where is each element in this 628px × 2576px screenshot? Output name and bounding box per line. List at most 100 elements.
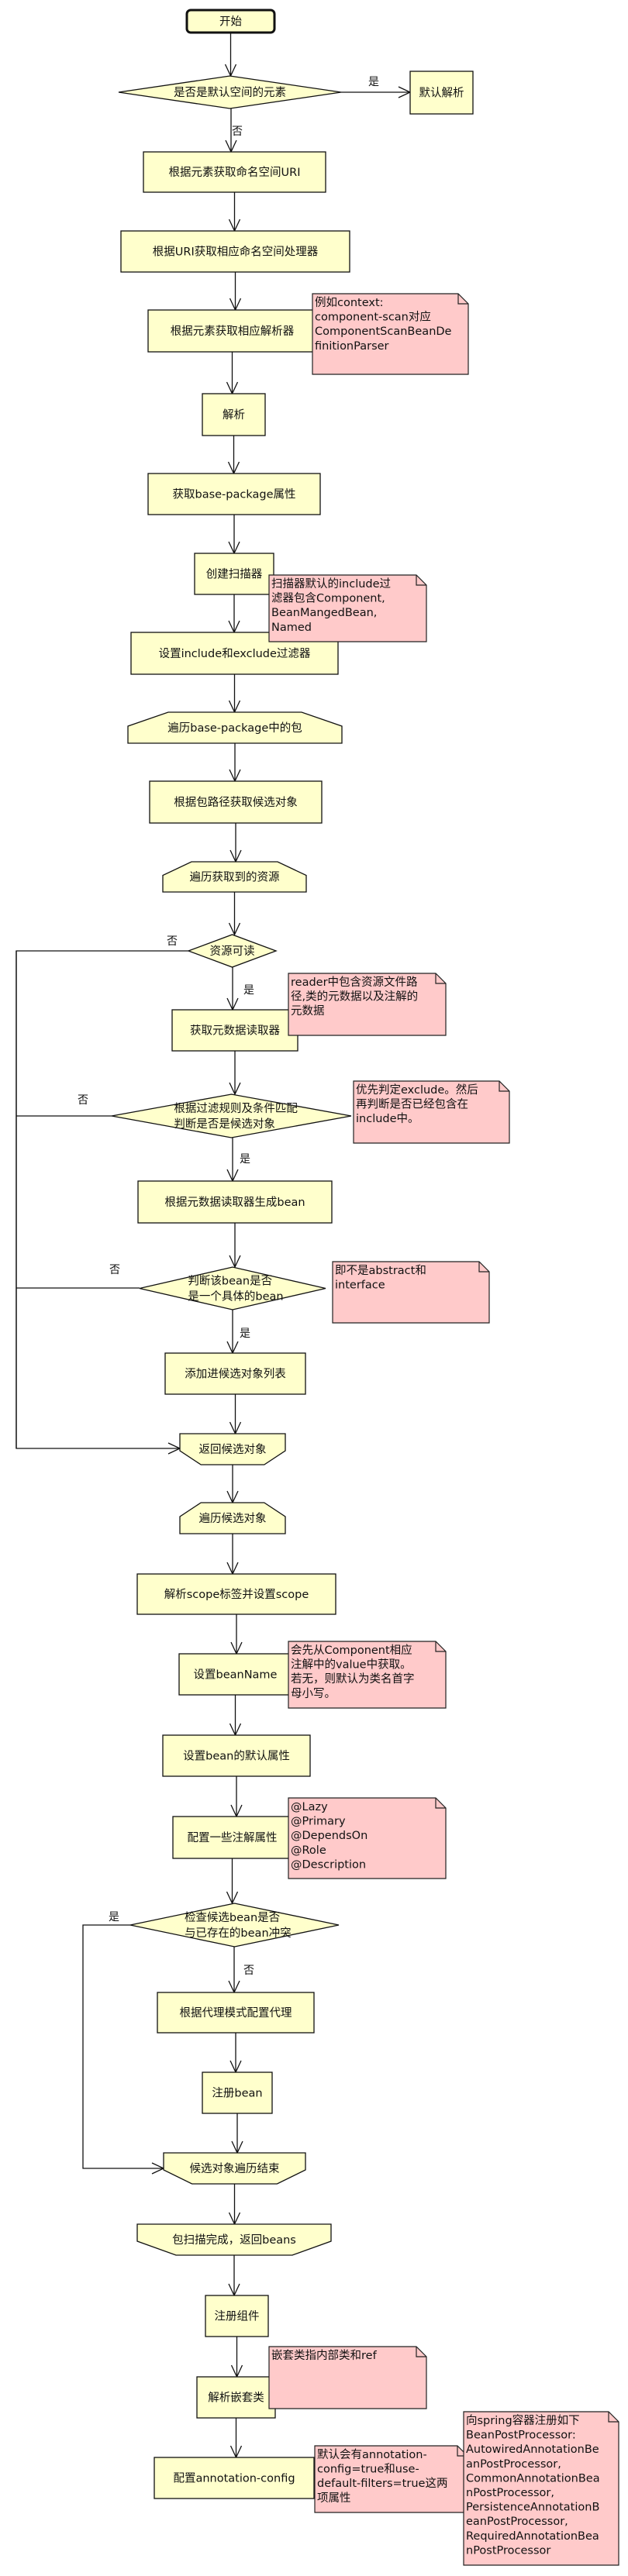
node-config-annotation-config[interactable]: 配置annotation-config xyxy=(154,2457,315,2499)
loop-end-shape xyxy=(163,2152,306,2185)
edge-scan-done-to-register-components xyxy=(228,2255,240,2297)
node-parse-scope[interactable]: 解析scope标签并设置scope xyxy=(136,1573,336,1615)
node-label: 判断是否是候选对象 xyxy=(174,1118,275,1131)
node-get-ns-uri[interactable]: 根据元素获取命名空间URI xyxy=(143,151,326,193)
node-add-candidate[interactable]: 添加进候选对象列表 xyxy=(164,1352,306,1395)
node-get-metadata-reader[interactable]: 获取元数据读取器 xyxy=(171,1009,298,1052)
process-shape xyxy=(120,230,350,273)
notes-layer: 例如context:component-scan对应ComponentScanB… xyxy=(268,293,619,2566)
node-parse-nested[interactable]: 解析嵌套类 xyxy=(196,2376,276,2419)
edge-set-default-props-to-config-annotations xyxy=(230,1776,243,1818)
note-line: nPostProcessor, xyxy=(466,2487,554,2499)
node-parse[interactable]: 解析 xyxy=(202,393,266,436)
terminal-shape xyxy=(185,9,276,34)
node-label: 解析scope标签并设置scope xyxy=(164,1588,309,1601)
node-is-default-ns[interactable]: 是否是默认空间的元素 xyxy=(118,75,342,109)
node-get-ns-handler[interactable]: 根据URI获取相应命名空间处理器 xyxy=(120,230,350,273)
edge-get-parser-to-parse xyxy=(226,352,239,395)
note-shape xyxy=(463,2411,619,2566)
note-shape xyxy=(332,1261,490,1324)
node-label: 注册bean xyxy=(212,2087,262,2100)
note-line: RequiredAnnotationBea xyxy=(466,2530,599,2543)
node-label: 返回候选对象 xyxy=(199,1443,267,1456)
node-label: 与已存在的bean冲突 xyxy=(185,1927,292,1940)
node-loop-candidates[interactable]: 遍历候选对象 xyxy=(179,1502,286,1534)
edge-set-bean-name-to-set-default-props xyxy=(229,1695,242,1737)
node-label: 设置beanName xyxy=(194,1669,278,1682)
edge-label: 否 xyxy=(109,1264,120,1276)
decision-shape xyxy=(187,934,278,968)
note-note-scanner: 扫描器默认的include过滤器包含Component,BeanMangedBe… xyxy=(268,574,427,642)
edge-return-candidates-to-loop-candidates xyxy=(226,1465,239,1504)
node-generate-bean[interactable]: 根据元数据读取器生成bean xyxy=(137,1180,333,1224)
node-label: 设置include和exclude过滤器 xyxy=(159,647,311,660)
note-shape xyxy=(288,1797,447,1879)
node-register-bean[interactable]: 注册bean xyxy=(202,2071,273,2114)
edge-is-concrete-to-add-candidate xyxy=(226,1310,239,1355)
node-get-base-package[interactable]: 获取base-package属性 xyxy=(147,473,321,515)
note-line: @Lazy xyxy=(291,1801,328,1813)
edge-label: 是 xyxy=(109,1911,119,1923)
node-scan-done[interactable]: 包扫描完成，返回beans xyxy=(136,2223,332,2256)
node-set-filters[interactable]: 设置include和exclude过滤器 xyxy=(130,632,339,675)
edges-layer xyxy=(16,33,412,2459)
node-register-components[interactable]: 注册组件 xyxy=(205,2295,269,2337)
note-fold-icon xyxy=(435,973,446,984)
process-shape xyxy=(149,780,323,824)
decision-shape xyxy=(129,1903,340,1947)
note-line: reader中包含资源文件路 xyxy=(291,976,418,989)
node-resource-readable[interactable]: 资源可读 xyxy=(187,934,278,968)
node-get-candidates[interactable]: 根据包路径获取候选对象 xyxy=(149,780,323,824)
node-label: 开始 xyxy=(219,15,242,29)
node-label: 检查候选bean是否 xyxy=(185,1911,280,1924)
process-shape xyxy=(196,2376,276,2419)
edge-label: 否 xyxy=(78,1094,88,1107)
node-set-default-props[interactable]: 设置bean的默认属性 xyxy=(162,1734,311,1777)
process-shape xyxy=(136,1573,336,1615)
node-set-bean-name[interactable]: 设置beanName xyxy=(178,1653,292,1696)
node-label: 根据包路径获取候选对象 xyxy=(174,796,298,809)
loop-start-shape xyxy=(179,1502,286,1534)
node-loop-resources[interactable]: 遍历获取到的资源 xyxy=(162,861,307,893)
node-create-scanner[interactable]: 创建扫描器 xyxy=(194,553,274,595)
edge-set-filters-to-loop-packages xyxy=(228,674,241,714)
edge-get-base-package-to-create-scanner xyxy=(228,515,240,555)
node-label: 创建扫描器 xyxy=(206,568,263,581)
note-line: 再判断是否已经包含在 xyxy=(356,1098,468,1111)
node-label: 是一个具体的bean xyxy=(188,1290,283,1303)
node-config-proxy[interactable]: 根据代理模式配置代理 xyxy=(157,1992,315,2034)
note-line: 默认会有annotation- xyxy=(317,2448,427,2461)
node-label: 根据元素获取相应解析器 xyxy=(171,324,295,338)
node-candidates-loop-end[interactable]: 候选对象遍历结束 xyxy=(163,2152,306,2185)
note-fold-icon xyxy=(608,2412,619,2423)
node-start[interactable]: 开始 xyxy=(185,9,276,34)
note-shape xyxy=(268,2346,427,2409)
note-line: 径,类的元数据以及注解的 xyxy=(291,990,418,1004)
process-shape xyxy=(137,1180,333,1224)
edge-get-ns-handler-to-get-parser xyxy=(229,272,242,312)
node-label: 资源可读 xyxy=(210,945,255,958)
note-shape xyxy=(312,293,469,375)
node-label: 配置annotation-config xyxy=(173,2472,295,2485)
node-default-parse[interactable]: 默认解析 xyxy=(409,71,474,115)
node-label: 根据元数据读取器生成bean xyxy=(164,1196,305,1209)
note-line: Named xyxy=(271,622,312,634)
node-config-annotations[interactable]: 配置一些注解属性 xyxy=(172,1816,292,1859)
process-shape xyxy=(202,393,266,436)
node-label: 配置一些注解属性 xyxy=(188,1831,278,1844)
edge-label: 否 xyxy=(243,1965,254,1977)
note-line: 母小写。 xyxy=(291,1687,336,1700)
note-line: 嵌套类指内部类和ref xyxy=(271,2349,378,2362)
note-shape xyxy=(353,1080,510,1144)
node-get-parser[interactable]: 根据元素获取相应解析器 xyxy=(147,309,317,353)
node-return-candidates[interactable]: 返回候选对象 xyxy=(179,1433,286,1465)
note-line: 即不是abstract和 xyxy=(335,1264,426,1277)
node-loop-packages[interactable]: 遍历base-package中的包 xyxy=(127,711,343,744)
note-line: component-scan对应 xyxy=(315,310,431,324)
